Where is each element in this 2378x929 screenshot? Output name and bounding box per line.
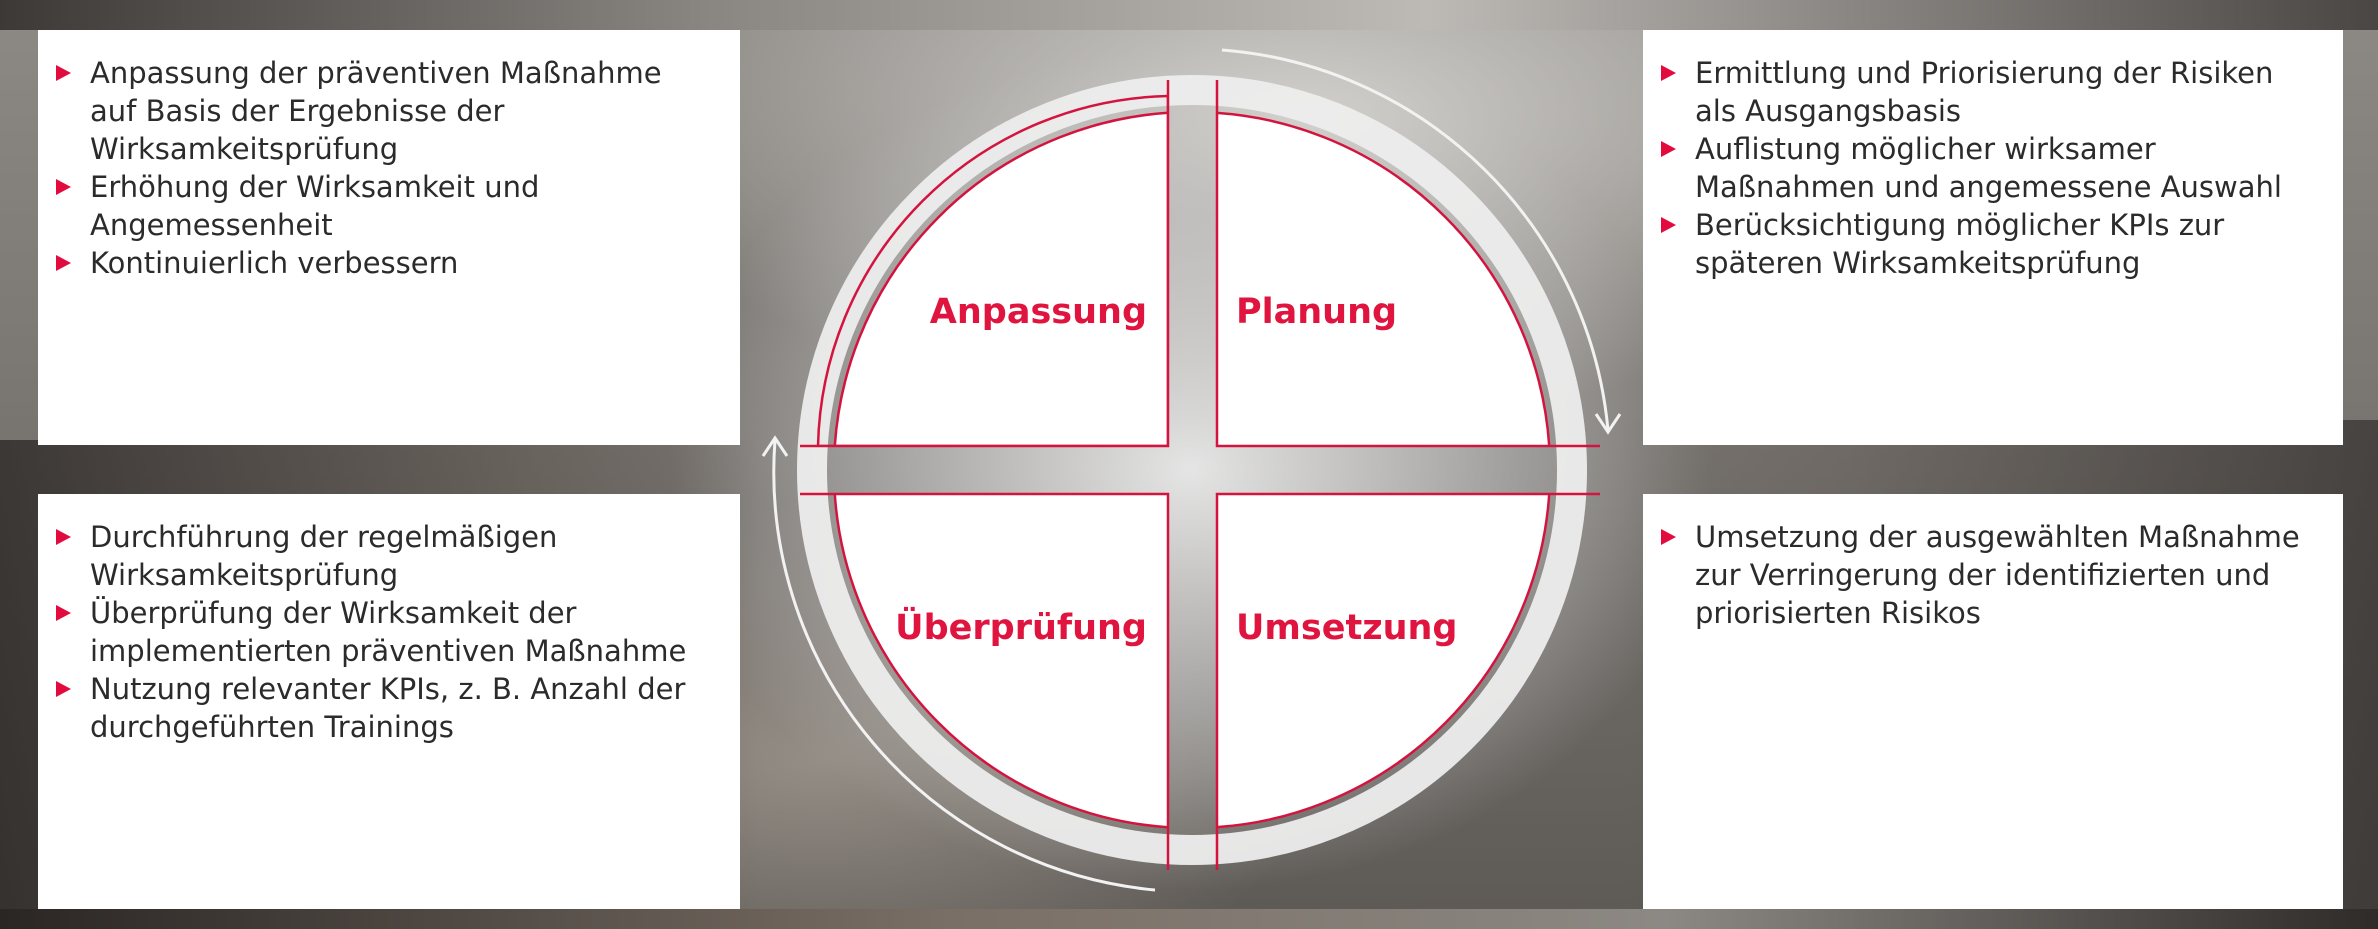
list-item: Erhöhung der Wirksamkeit und Angemessenh…: [56, 168, 710, 244]
triangle-right-icon: [56, 255, 71, 271]
list-item: Überprüfung der Wirksamkeit der implemen…: [56, 594, 710, 670]
quadrant-label-umsetzung: Umsetzung: [1236, 608, 1458, 648]
bullet-list-umsetzung: Umsetzung der ausgewählten Maßnahme zur …: [1661, 518, 2313, 632]
text-box-umsetzung: Umsetzung der ausgewählten Maßnahme zur …: [1643, 494, 2343, 909]
list-item: Durchführung der regelmäßigen Wirksamkei…: [56, 518, 710, 594]
arrow-head-icon: [761, 435, 789, 457]
list-item-text: Nutzung relevanter KPIs, z. B. Anzahl de…: [90, 672, 686, 744]
list-item-text: Überprüfung der Wirksamkeit der implemen…: [90, 596, 687, 668]
triangle-right-icon: [1661, 529, 1676, 545]
cycle-arrow-left: [772, 439, 1156, 892]
text-box-planung: Ermittlung und Priorisierung der Risiken…: [1643, 30, 2343, 445]
list-item-text: Durchführung der regelmäßigen Wirksamkei…: [90, 520, 558, 592]
quadrant-label-ueberpruefung: Überprüfung: [895, 608, 1147, 648]
text-box-anpassung: Anpassung der präventiven Maßnahme auf B…: [38, 30, 740, 445]
triangle-right-icon: [1661, 141, 1676, 157]
bullet-list-ueberpruefung: Durchführung der regelmäßigen Wirksamkei…: [56, 518, 710, 746]
list-item: Anpassung der präventiven Maßnahme auf B…: [56, 54, 710, 168]
list-item: Umsetzung der ausgewählten Maßnahme zur …: [1661, 518, 2313, 632]
list-item-text: Kontinuierlich verbessern: [90, 246, 459, 280]
triangle-right-icon: [56, 65, 71, 81]
list-item-text: Auflistung möglicher wirksamer Maßnahmen…: [1695, 132, 2282, 204]
list-item: Ermittlung und Priorisierung der Risiken…: [1661, 54, 2313, 130]
quadrant-anpassung: [800, 80, 1170, 448]
list-item-text: Umsetzung der ausgewählten Maßnahme zur …: [1695, 520, 2300, 630]
triangle-right-icon: [1661, 217, 1676, 233]
list-item: Nutzung relevanter KPIs, z. B. Anzahl de…: [56, 670, 710, 746]
list-item-text: Ermittlung und Priorisierung der Risiken…: [1695, 56, 2274, 128]
cycle-ring: [797, 75, 1587, 865]
background-bottom-strip: [0, 909, 2378, 929]
list-item-text: Erhöhung der Wirksamkeit und Angemessenh…: [90, 170, 540, 242]
bullet-list-planung: Ermittlung und Priorisierung der Risiken…: [1661, 54, 2313, 282]
quadrant-label-planung: Planung: [1236, 292, 1398, 332]
triangle-right-icon: [56, 529, 71, 545]
list-item-text: Berücksichtigung möglicher KPIs zur spät…: [1695, 208, 2225, 280]
arrow-head-icon: [1594, 413, 1622, 435]
quadrant-label-anpassung: Anpassung: [929, 292, 1147, 332]
list-item-text: Anpassung der präventiven Maßnahme auf B…: [90, 56, 662, 166]
list-item: Auflistung möglicher wirksamer Maßnahmen…: [1661, 130, 2313, 206]
triangle-right-icon: [56, 681, 71, 697]
quadrant-planung: [1215, 80, 1600, 448]
list-item: Kontinuierlich verbessern: [56, 244, 710, 282]
triangle-right-icon: [1661, 65, 1676, 81]
bullet-list-anpassung: Anpassung der präventiven Maßnahme auf B…: [56, 54, 710, 282]
triangle-right-icon: [56, 605, 71, 621]
background-top-strip: [0, 0, 2378, 30]
cycle-arrow-right: [1221, 48, 1610, 431]
triangle-right-icon: [56, 179, 71, 195]
list-item: Berücksichtigung möglicher KPIs zur spät…: [1661, 206, 2313, 282]
text-box-ueberpruefung: Durchführung der regelmäßigen Wirksamkei…: [38, 494, 740, 909]
quadrant-ueberpruefung: [800, 492, 1170, 870]
quadrant-umsetzung: [1215, 492, 1600, 870]
